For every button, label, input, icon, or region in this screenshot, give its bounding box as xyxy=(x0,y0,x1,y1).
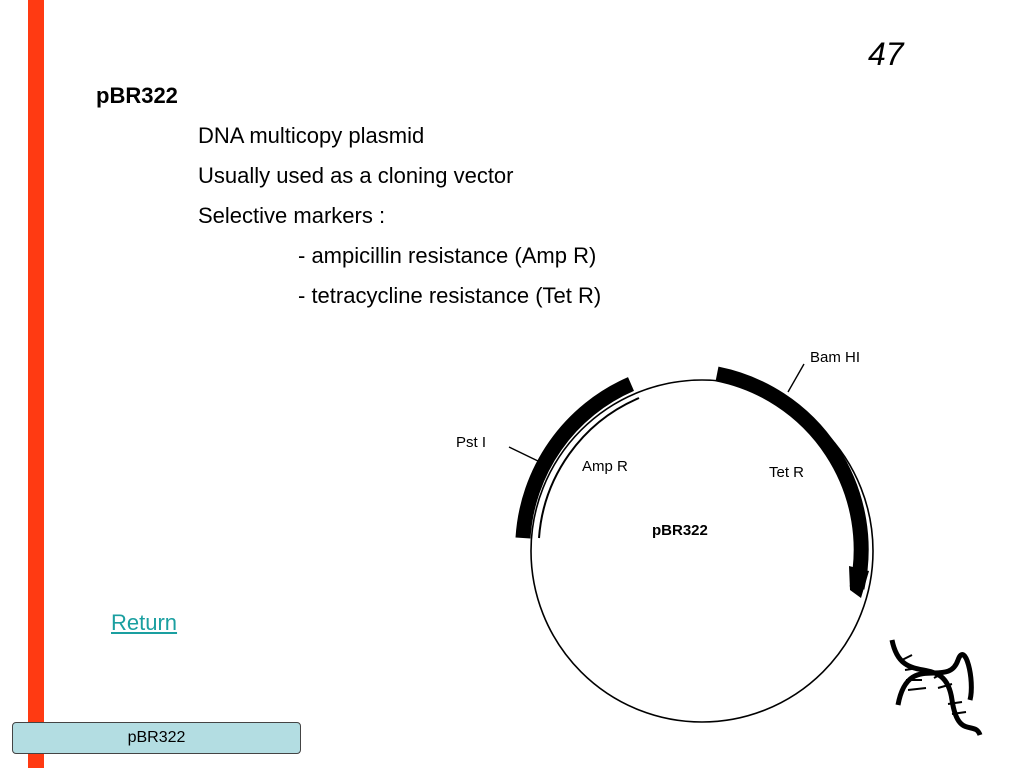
bullet-multicopy: DNA multicopy plasmid xyxy=(198,123,425,148)
bamhi-label: Bam HI xyxy=(810,349,860,366)
dna-helix-icon xyxy=(889,639,983,737)
psti-label: Pst I xyxy=(456,434,486,451)
plasmid-name: pBR322 xyxy=(652,522,708,539)
sub-bullet-ampicillin: - ampicillin resistance (Amp R) xyxy=(298,243,597,268)
amp-r-gene-arc xyxy=(515,377,635,539)
footer-title-box: pBR322 xyxy=(12,722,301,754)
bamhi-pointer xyxy=(787,363,805,393)
footer-label: pBR322 xyxy=(127,729,186,746)
page-number: 47 xyxy=(868,36,904,72)
amp-r-label: Amp R xyxy=(582,458,628,475)
amp-r-inner-arc xyxy=(538,397,640,539)
bullet-cloning-vector: Usually used as a cloning vector xyxy=(198,163,514,188)
bullet-selective-markers: Selective markers : xyxy=(198,203,386,228)
psti-pointer xyxy=(508,446,541,463)
tet-r-gene-arc xyxy=(715,366,869,590)
return-link[interactable]: Return xyxy=(111,610,178,635)
tet-r-label: Tet R xyxy=(769,464,804,481)
sub-bullet-tetracycline: - tetracycline resistance (Tet R) xyxy=(298,283,602,308)
accent-bar xyxy=(28,0,44,768)
slide-title: pBR322 xyxy=(96,83,178,108)
plasmid-circle xyxy=(530,379,874,723)
tet-r-arrowhead xyxy=(849,566,869,598)
